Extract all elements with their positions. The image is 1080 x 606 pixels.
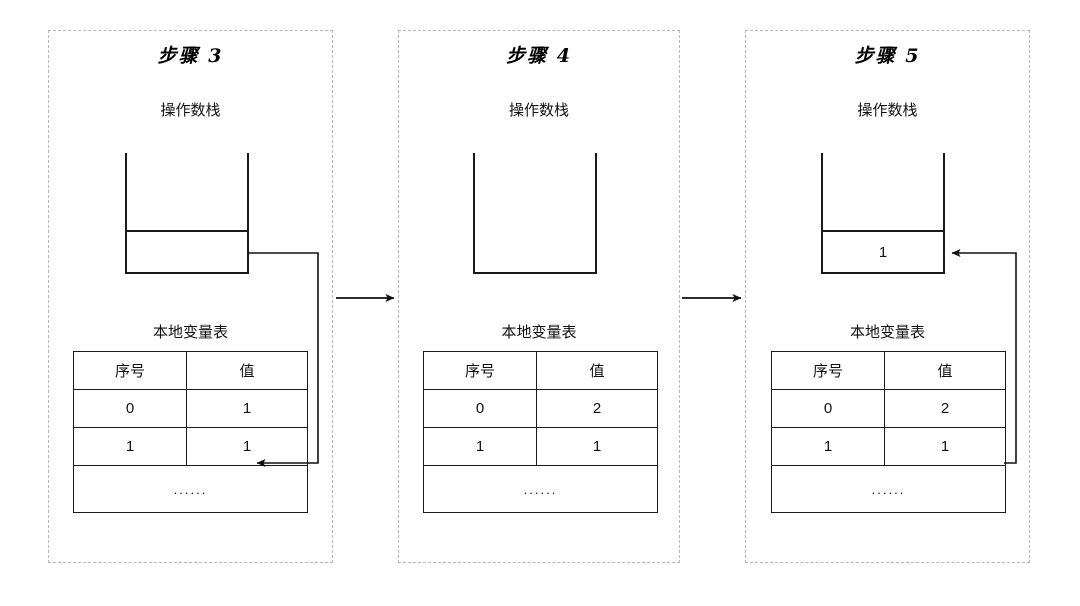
table-cell-value: 1 xyxy=(884,427,1006,466)
table-row: 0 2 xyxy=(771,389,1006,428)
table-row: 1 1 xyxy=(423,427,658,466)
table-header-row: 序号 值 xyxy=(423,351,658,390)
table-header-row: 序号 值 xyxy=(771,351,1006,390)
table-header-row: 序号 值 xyxy=(73,351,308,390)
table-cell-value: 2 xyxy=(536,389,658,428)
table-header-value: 值 xyxy=(884,351,1006,390)
table-row: 0 2 xyxy=(423,389,658,428)
step-panel-5-stack-label: 操作数栈 xyxy=(857,102,918,119)
table-header-index: 序号 xyxy=(423,351,537,390)
table-row: 1 1 xyxy=(771,427,1006,466)
table-ellipsis-row: ...... xyxy=(423,465,658,513)
step-panel-3-operand-stack xyxy=(125,153,249,274)
step-panel-4-table-label: 本地变量表 xyxy=(501,324,577,341)
step-panel-5-title: 步骤 5 xyxy=(854,45,921,67)
step-panel-3-table-label: 本地变量表 xyxy=(152,324,228,341)
step-panel-5-table-label: 本地变量表 xyxy=(849,324,925,341)
step-panel-4-title: 步骤 4 xyxy=(506,45,572,67)
table-cell-value: 1 xyxy=(186,389,308,428)
table-ellipsis-row: ...... xyxy=(73,465,308,513)
step-panel-3: 步骤 3 操作数栈 本地变量表 序号 值 0 1 1 1 ...... xyxy=(48,30,333,563)
table-cell-value: 1 xyxy=(536,427,658,466)
step-panel-4-local-variable-table: 序号 值 0 2 1 1 ...... xyxy=(423,351,658,513)
step-panel-5-stack-slot-0: 1 xyxy=(823,230,943,272)
step-panel-4-stack-label: 操作数栈 xyxy=(508,102,569,119)
table-header-value: 值 xyxy=(536,351,658,390)
table-cell-index: 1 xyxy=(73,427,187,466)
table-cell-index: 0 xyxy=(771,389,885,428)
step-panel-4-operand-stack xyxy=(473,153,597,274)
table-cell-index: 1 xyxy=(423,427,537,466)
step-panel-5-operand-stack: 1 xyxy=(821,153,945,274)
table-ellipsis-row: ...... xyxy=(771,465,1006,513)
table-header-index: 序号 xyxy=(771,351,885,390)
table-ellipsis-cell: ...... xyxy=(73,465,308,513)
step-panel-5: 步骤 5 操作数栈 1 本地变量表 序号 值 0 2 1 1 ...... xyxy=(745,30,1030,563)
table-cell-index: 1 xyxy=(771,427,885,466)
table-header-index: 序号 xyxy=(73,351,187,390)
step-panel-3-stack-label: 操作数栈 xyxy=(160,102,221,119)
step-panel-3-title: 步骤 3 xyxy=(157,45,224,67)
table-cell-index: 0 xyxy=(423,389,537,428)
table-ellipsis-cell: ...... xyxy=(423,465,658,513)
table-row: 0 1 xyxy=(73,389,308,428)
table-cell-value: 1 xyxy=(186,427,308,466)
table-ellipsis-cell: ...... xyxy=(771,465,1006,513)
table-header-value: 值 xyxy=(186,351,308,390)
step-panel-3-stack-slot-0 xyxy=(127,230,247,272)
step-panel-5-local-variable-table: 序号 值 0 2 1 1 ...... xyxy=(771,351,1006,513)
step-panel-4: 步骤 4 操作数栈 本地变量表 序号 值 0 2 1 1 ...... xyxy=(398,30,680,563)
table-cell-value: 2 xyxy=(884,389,1006,428)
table-cell-index: 0 xyxy=(73,389,187,428)
table-row: 1 1 xyxy=(73,427,308,466)
step-panel-3-local-variable-table: 序号 值 0 1 1 1 ...... xyxy=(73,351,308,513)
